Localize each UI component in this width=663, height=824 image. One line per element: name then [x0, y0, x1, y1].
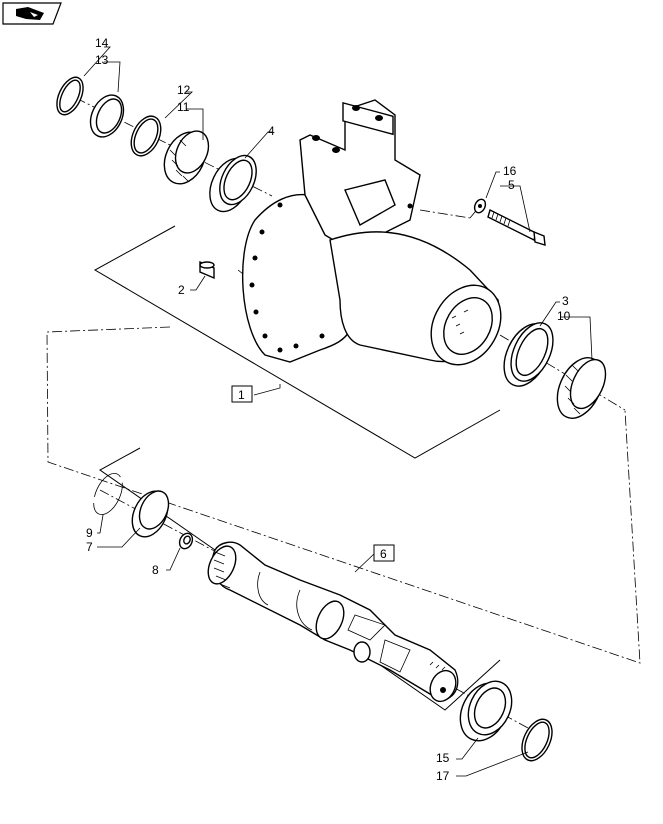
- part-7-seal: [131, 490, 170, 538]
- axis-line-bolt: [419, 209, 471, 219]
- callout-12: 12: [177, 83, 191, 97]
- callout-2: 2: [178, 283, 185, 297]
- callout-7: 7: [86, 540, 93, 554]
- assembly-1-outline: [93, 225, 501, 459]
- callout-13: 13: [95, 53, 109, 67]
- part-11-bearing-cone: [163, 130, 210, 185]
- callout-9: 9: [86, 526, 93, 540]
- callout-15: 15: [436, 751, 450, 765]
- callout-6: 6: [380, 547, 387, 561]
- part-16-washer: [473, 198, 487, 214]
- axis-line-lower-left: [99, 489, 251, 571]
- callout-6-box: [373, 544, 395, 562]
- callout-16: 16: [503, 164, 517, 178]
- callout-14: 14: [95, 36, 109, 50]
- part-3-bearing-cup: [503, 322, 554, 387]
- callout-11: 11: [177, 100, 190, 114]
- callout-17: 17: [436, 769, 450, 783]
- part-2-dowel-pin: [199, 260, 215, 280]
- part-12-o-ring: [130, 115, 162, 157]
- assembly-boundary-dashdot: [46, 326, 641, 664]
- part-9-o-ring: [93, 473, 123, 515]
- callout-1-box: [231, 385, 253, 403]
- part-10-bearing-cone: [556, 357, 607, 419]
- part-15-bearing: [459, 680, 513, 742]
- part-8-plug: [178, 532, 194, 550]
- leader-lines: [83, 46, 593, 777]
- callout-10: 10: [557, 309, 571, 323]
- callout-8: 8: [152, 563, 159, 577]
- callout-4: 4: [268, 124, 275, 138]
- axle-housing: [242, 99, 502, 366]
- callout-5: 5: [508, 178, 515, 192]
- part-14-snap-ring: [56, 76, 84, 116]
- part-5-bolt: [487, 208, 546, 246]
- callout-1: 1: [238, 388, 245, 402]
- part-17-snap-ring: [521, 718, 553, 762]
- axle-shaft: [207, 541, 459, 703]
- part-13-seal: [89, 94, 125, 138]
- callout-3: 3: [562, 294, 569, 308]
- nav-book-icon[interactable]: [2, 2, 62, 25]
- part-4-bearing-cup: [209, 154, 257, 213]
